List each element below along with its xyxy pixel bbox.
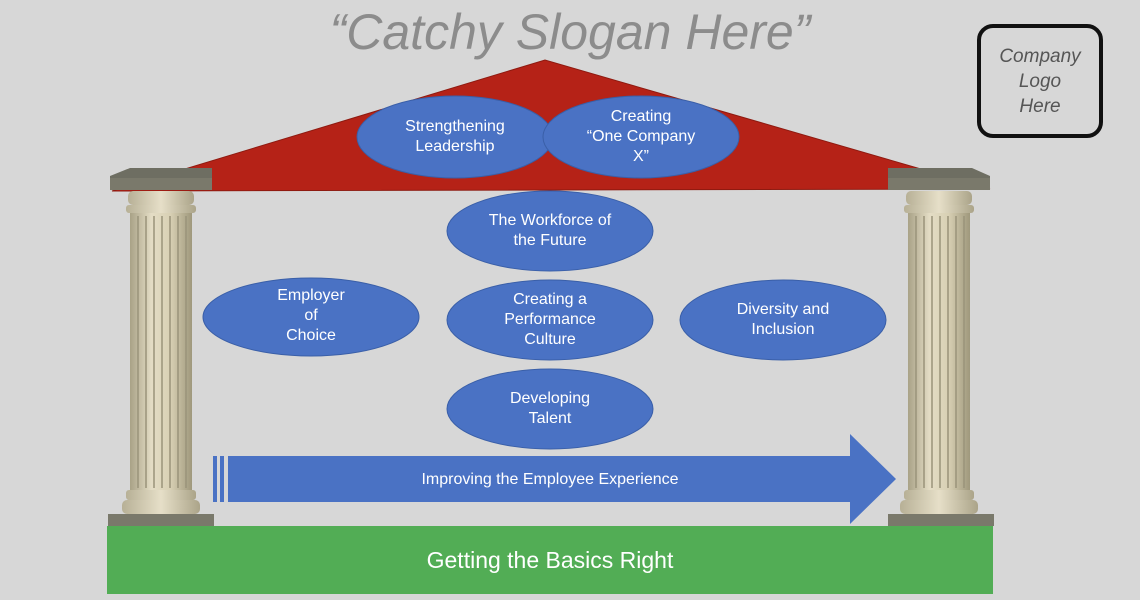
- diversity-inclusion-label: Diversity and Inclusion: [736, 301, 830, 338]
- foundation-block: [107, 526, 993, 594]
- employer-choice-label: Employer of Choice: [277, 287, 345, 344]
- performance-culture-label: Creating a Performance Culture: [504, 291, 596, 348]
- experience-arrow: [213, 434, 896, 524]
- oval-employer-choice: [202, 277, 420, 357]
- logo-line: Company: [999, 45, 1081, 67]
- right-column: [888, 168, 994, 526]
- logo-line: Logo: [1018, 70, 1062, 92]
- oval-developing-talent: [446, 368, 654, 450]
- oval-performance-culture: [446, 279, 654, 361]
- left-column: [108, 168, 214, 526]
- developing-talent-label: Developing Talent: [509, 390, 591, 427]
- logo-line: Here: [1019, 95, 1061, 117]
- workforce-future-label: The Workforce of the Future: [488, 212, 612, 249]
- foundation-label: Getting the Basics Right: [426, 546, 674, 573]
- arrow-label: Improving the Employee Experience: [421, 471, 679, 488]
- slogan-title: “Catchy Slogan Here”: [329, 4, 811, 60]
- oval-workforce-future: [446, 190, 654, 272]
- oval-diversity-inclusion: [679, 279, 887, 361]
- oval-one-company: [542, 95, 740, 179]
- strengthening-leadership-label: Strengthening Leadership: [405, 118, 505, 155]
- company-logo-placeholder: Company Logo Here: [977, 24, 1103, 138]
- one-company-label: Creating “One Company X”: [586, 108, 696, 165]
